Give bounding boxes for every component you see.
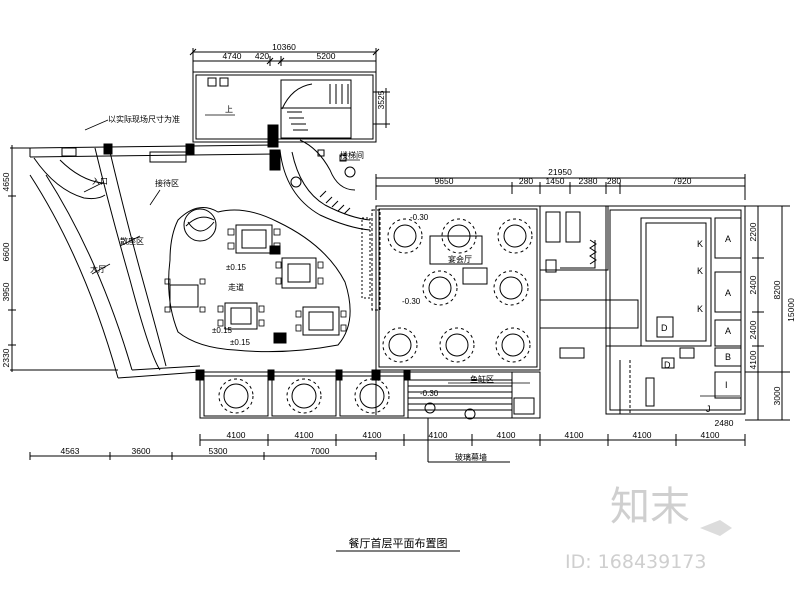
kitchen-key: A (725, 234, 731, 244)
kitchen-key: A (725, 288, 731, 298)
lobby-label: 接待区 (155, 178, 179, 188)
dim-bottom-lower: 5300 (209, 446, 228, 456)
dim-right-seg: 280 (519, 176, 533, 186)
kitchen-key: D (661, 323, 668, 333)
drawing-title: 餐厅首层平面布置图 (349, 536, 448, 550)
bottom-dimension-lines (29, 418, 746, 463)
dim-right-seg: 1450 (546, 176, 565, 186)
corridor-label: 走道 (228, 282, 244, 292)
dim-bottom-grid: 4100 (565, 430, 584, 440)
dim-top-seg: 4740 (223, 51, 242, 61)
dim-bottom-grid: 4100 (363, 430, 382, 440)
dim-top-total: 10360 (272, 42, 296, 52)
bottom-callout-label: 玻璃幕墙 (455, 452, 487, 462)
dim-bottom-lower: 4563 (61, 446, 80, 456)
kitchen-key: K (697, 239, 703, 249)
dim-right-seg: 9650 (435, 176, 454, 186)
level-marker: ±0.15 (226, 263, 247, 272)
main-dining-hall (361, 205, 541, 415)
dim-right-seg: 7920 (673, 176, 692, 186)
dim-right-v: 8200 (772, 280, 782, 299)
dim-bottom-grid: 4100 (227, 430, 246, 440)
dim-right-v: 2400 (748, 275, 758, 294)
kitchen-key-labels: K K K A A A D D B I J (661, 234, 731, 414)
watermark-logo: 知末 (610, 484, 690, 530)
dining-label: 大厅 (90, 264, 106, 274)
level-marker: ±0.15 (212, 326, 233, 335)
dim-top-seg: 5200 (317, 51, 336, 61)
dim-bottom-grid: 4100 (497, 430, 516, 440)
private-rooms (195, 369, 541, 420)
kitchen-key: D (664, 360, 671, 370)
watermark-id: ID: 168439173 (565, 551, 706, 573)
round-tables (382, 218, 533, 363)
right-vertical-dims (745, 205, 790, 421)
level-markers: ±0.15 ±0.15 ±0.15 -0.30 -0.30 -0.30 (212, 213, 439, 398)
tank-area-label: 鱼缸区 (470, 374, 494, 384)
entrance-label: 入口 (92, 177, 108, 186)
dim-right-seg: 2380 (579, 176, 598, 186)
kitchen-key: K (697, 266, 703, 276)
hall-label: 散座区 (120, 236, 144, 246)
stair-up-label: 上 (225, 105, 233, 114)
dim-right-v: 2200 (748, 222, 758, 241)
dim-right-seg: 280 (607, 176, 621, 186)
room-labels: 以实际现场尺寸为准 上 楼梯间 接待区 入口 散座区 大厅 宴会厅 走道 鱼缸区… (90, 105, 494, 462)
dim-left-v: 2330 (1, 348, 11, 367)
level-marker: ±0.15 (230, 338, 251, 347)
dim-left-v: 3950 (1, 282, 11, 301)
dim-right-v: 15000 (786, 298, 796, 322)
dim-right-v: 4100 (748, 350, 758, 369)
kitchen-block (605, 205, 746, 415)
kitchen-key: B (725, 352, 731, 362)
level-marker: -0.30 (420, 389, 439, 398)
kitchen-key: J (706, 404, 711, 414)
dim-bottom-extra: 2480 (715, 418, 734, 428)
dim-top-seg: 420 (255, 51, 269, 61)
dim-left-v: 6600 (1, 242, 11, 261)
dim-stair: 3525 (376, 90, 386, 109)
dim-bottom-lower: 7000 (311, 446, 330, 456)
kitchen-key: K (697, 304, 703, 314)
dim-right-total: 21950 (548, 167, 572, 177)
dim-right-v: 3000 (772, 386, 782, 405)
reception-curve (279, 139, 371, 231)
lobby-chairs (164, 228, 347, 332)
watermark: 知末 ID: 168439173 (565, 484, 732, 573)
dim-bottom-lower: 3600 (132, 446, 151, 456)
leader-lines (83, 114, 740, 397)
central-lobby (168, 124, 351, 353)
left-curved-wing (8, 143, 276, 379)
stair-block (192, 71, 390, 143)
right-top-dimension (375, 174, 746, 200)
dim-bottom-grid: 4100 (295, 430, 314, 440)
level-marker: -0.30 (402, 297, 421, 306)
dim-bottom-grid: 4100 (429, 430, 448, 440)
main-hall-label: 宴会厅 (448, 254, 472, 264)
kitchen-key: I (725, 380, 728, 390)
watermark-mark-icon (700, 520, 732, 536)
dim-bottom-grid: 4100 (701, 430, 720, 440)
kitchen-key: A (725, 326, 731, 336)
level-marker: -0.30 (410, 213, 429, 222)
top-dimension-lines (189, 48, 380, 72)
dim-left-v: 4650 (1, 172, 11, 191)
toilets-and-service (539, 205, 639, 359)
dim-right-v: 2400 (748, 320, 758, 339)
stair-room-label: 楼梯间 (340, 150, 364, 160)
drawing-title-block: 餐厅首层平面布置图 (336, 536, 460, 552)
dim-bottom-grid: 4100 (633, 430, 652, 440)
note-label: 以实际现场尺寸为准 (108, 114, 180, 124)
dimension-text: 10360 4740 420 5200 21950 9650 280 1450 … (1, 42, 796, 456)
